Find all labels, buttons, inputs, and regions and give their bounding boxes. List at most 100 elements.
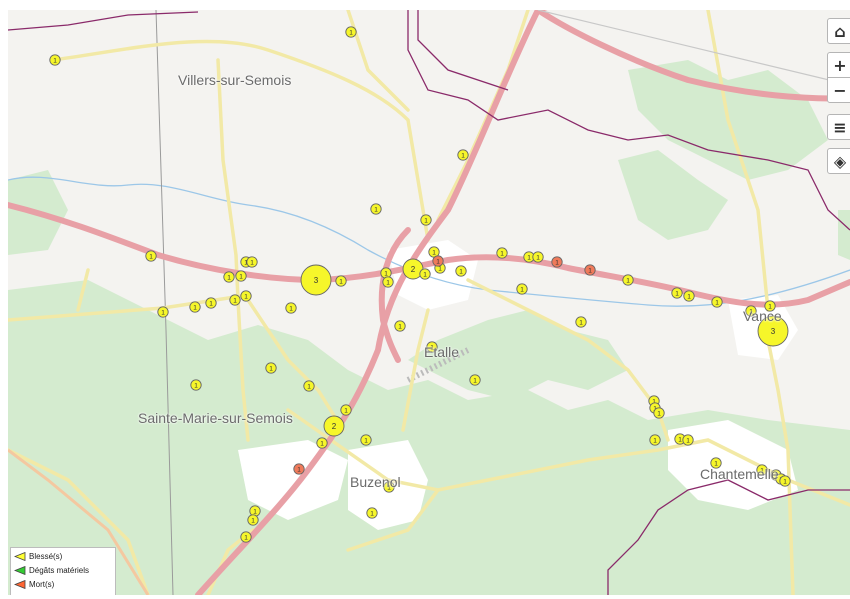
- marker-circle[interactable]: [382, 276, 394, 288]
- marker-circle[interactable]: [394, 320, 406, 332]
- injury-accident-marker[interactable]: 1: [455, 265, 467, 277]
- marker-circle[interactable]: [532, 251, 544, 263]
- injury-accident-marker[interactable]: 1: [683, 290, 695, 302]
- injury-accident-marker[interactable]: 3: [300, 264, 332, 296]
- marker-circle[interactable]: [303, 380, 315, 392]
- injury-accident-marker[interactable]: 1: [345, 26, 357, 38]
- injury-accident-marker[interactable]: 1: [469, 374, 481, 386]
- injury-accident-marker[interactable]: 1: [649, 434, 661, 446]
- marker-circle[interactable]: [340, 404, 352, 416]
- marker-circle[interactable]: [189, 301, 201, 313]
- injury-accident-marker[interactable]: 1: [157, 306, 169, 318]
- injury-accident-marker[interactable]: 1: [516, 283, 528, 295]
- marker-circle[interactable]: [756, 464, 768, 476]
- marker-circle[interactable]: [205, 297, 217, 309]
- marker-circle[interactable]: [240, 290, 252, 302]
- marker-circle[interactable]: [190, 379, 202, 391]
- injury-accident-marker[interactable]: 1: [653, 407, 665, 419]
- home-button[interactable]: ⌂: [827, 18, 850, 44]
- marker-circle[interactable]: [49, 54, 61, 66]
- injury-accident-marker[interactable]: 1: [285, 302, 297, 314]
- marker-circle[interactable]: [247, 514, 259, 526]
- marker-circle[interactable]: [757, 315, 789, 347]
- marker-circle[interactable]: [419, 268, 431, 280]
- injury-accident-marker[interactable]: 1: [340, 404, 352, 416]
- marker-circle[interactable]: [682, 434, 694, 446]
- marker-circle[interactable]: [516, 283, 528, 295]
- marker-circle[interactable]: [323, 415, 345, 437]
- death-accident-marker[interactable]: 1: [551, 256, 563, 268]
- marker-circle[interactable]: [469, 374, 481, 386]
- injury-accident-marker[interactable]: 1: [622, 274, 634, 286]
- injury-accident-marker[interactable]: 2: [323, 415, 345, 437]
- marker-circle[interactable]: [300, 264, 332, 296]
- injury-accident-marker[interactable]: 1: [532, 251, 544, 263]
- injury-accident-marker[interactable]: 1: [496, 247, 508, 259]
- marker-circle[interactable]: [653, 407, 665, 419]
- injury-accident-marker[interactable]: 1: [370, 203, 382, 215]
- marker-circle[interactable]: [671, 287, 683, 299]
- marker-circle[interactable]: [584, 264, 596, 276]
- injury-accident-marker[interactable]: 1: [575, 316, 587, 328]
- injury-accident-marker[interactable]: 1: [223, 271, 235, 283]
- marker-circle[interactable]: [683, 290, 695, 302]
- layers-button[interactable]: ◈: [827, 148, 850, 174]
- injury-accident-marker[interactable]: 1: [229, 294, 241, 306]
- injury-accident-marker[interactable]: 1: [779, 475, 791, 487]
- marker-circle[interactable]: [360, 434, 372, 446]
- marker-circle[interactable]: [457, 149, 469, 161]
- marker-circle[interactable]: [496, 247, 508, 259]
- injury-accident-marker[interactable]: 1: [240, 290, 252, 302]
- injury-accident-marker[interactable]: 1: [316, 437, 328, 449]
- injury-accident-marker[interactable]: 1: [420, 214, 432, 226]
- injury-accident-marker[interactable]: 1: [710, 457, 722, 469]
- injury-accident-marker[interactable]: 1: [235, 270, 247, 282]
- injury-accident-marker[interactable]: 1: [671, 287, 683, 299]
- injury-accident-marker[interactable]: 1: [457, 149, 469, 161]
- injury-accident-marker[interactable]: 1: [426, 341, 438, 353]
- marker-circle[interactable]: [246, 256, 258, 268]
- marker-circle[interactable]: [420, 214, 432, 226]
- injury-accident-marker[interactable]: 1: [382, 276, 394, 288]
- injury-accident-marker[interactable]: 1: [383, 481, 395, 493]
- injury-accident-marker[interactable]: 1: [756, 464, 768, 476]
- marker-circle[interactable]: [649, 434, 661, 446]
- marker-circle[interactable]: [455, 265, 467, 277]
- zoom-in-button[interactable]: +: [827, 52, 850, 78]
- marker-circle[interactable]: [285, 302, 297, 314]
- marker-circle[interactable]: [235, 270, 247, 282]
- injury-accident-marker[interactable]: 1: [189, 301, 201, 313]
- zoom-out-button[interactable]: −: [827, 77, 850, 103]
- marker-circle[interactable]: [710, 457, 722, 469]
- marker-circle[interactable]: [426, 341, 438, 353]
- injury-accident-marker[interactable]: 1: [246, 256, 258, 268]
- marker-circle[interactable]: [157, 306, 169, 318]
- injury-accident-marker[interactable]: 1: [711, 296, 723, 308]
- injury-accident-marker[interactable]: 1: [394, 320, 406, 332]
- injury-accident-marker[interactable]: 1: [265, 362, 277, 374]
- marker-circle[interactable]: [622, 274, 634, 286]
- marker-circle[interactable]: [223, 271, 235, 283]
- marker-circle[interactable]: [265, 362, 277, 374]
- injury-accident-marker[interactable]: 1: [145, 250, 157, 262]
- marker-circle[interactable]: [383, 481, 395, 493]
- marker-circle[interactable]: [229, 294, 241, 306]
- injury-accident-marker[interactable]: 3: [757, 315, 789, 347]
- injury-accident-marker[interactable]: 1: [745, 305, 757, 317]
- injury-accident-marker[interactable]: 1: [240, 531, 252, 543]
- injury-accident-marker[interactable]: 1: [303, 380, 315, 392]
- marker-circle[interactable]: [551, 256, 563, 268]
- marker-circle[interactable]: [370, 203, 382, 215]
- marker-circle[interactable]: [432, 255, 444, 267]
- injury-accident-marker[interactable]: 1: [419, 268, 431, 280]
- injury-accident-marker[interactable]: 1: [190, 379, 202, 391]
- marker-circle[interactable]: [293, 463, 305, 475]
- marker-circle[interactable]: [316, 437, 328, 449]
- marker-circle[interactable]: [575, 316, 587, 328]
- injury-accident-marker[interactable]: 1: [682, 434, 694, 446]
- marker-circle[interactable]: [779, 475, 791, 487]
- death-accident-marker[interactable]: 1: [293, 463, 305, 475]
- marker-circle[interactable]: [345, 26, 357, 38]
